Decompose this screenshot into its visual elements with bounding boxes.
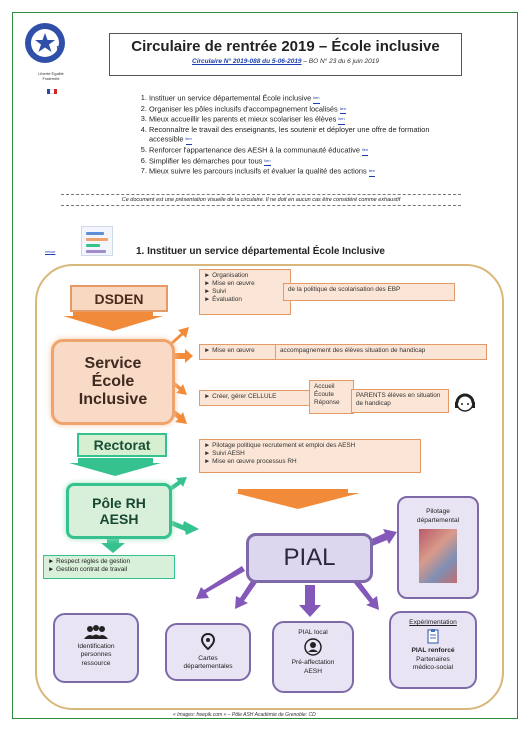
list-item: Renforcer l'appartenance des AESH à la c… (149, 145, 461, 156)
box-parents: PARENTS élèves en situation de handicap (351, 389, 449, 413)
service-ecole-inclusive-box: Service École Inclusive (51, 339, 175, 425)
list-item: Reconnaître le travail des enseignants, … (149, 125, 461, 145)
section-title: 1. Instituer un service départemental Éc… (136, 246, 385, 257)
box-mise-en-oeuvre: ► Mise en œuvre (199, 344, 279, 360)
axis-link[interactable]: lien (368, 166, 375, 177)
axis-link[interactable]: lien (339, 104, 346, 115)
box-organisation: ► Organisation ► Mise en œuvre ► Suivi ►… (199, 269, 291, 315)
box-accueil: Accueil Écoute Réponse (309, 380, 354, 414)
card-cartes-departementales: Cartes départementales (165, 623, 251, 681)
box-cellule: ► Créer, gérer CELLULE (199, 390, 311, 406)
rectorat-box: Rectorat (77, 433, 167, 457)
ministry-text: Liberté Égalité Fraternité (38, 71, 64, 81)
circular-link[interactable]: Circulaire N° 2019-088 du 5-06-2019 (192, 58, 302, 65)
document-page: É Liberté Égalité Fraternité Circulaire … (12, 12, 518, 719)
card-pial-local: PIAL local Pré-affectation AESH (272, 621, 354, 693)
pole-rh-aesh-box: Pôle RH AESH (66, 483, 172, 539)
card-identification: Identification personnes ressource (53, 613, 139, 683)
list-item: Instituer un service départemental École… (149, 93, 461, 104)
list-item: Mieux suivre les parcours inclusifs et é… (149, 166, 461, 177)
people-group-icon (84, 625, 108, 639)
title-box: Circulaire de rentrée 2019 – École inclu… (109, 33, 462, 76)
list-item: Mieux accueillir les parents et mieux sc… (149, 114, 461, 125)
bo-reference: – BO N° 23 du 6 juin 2019 (303, 58, 379, 65)
badge-person-icon (304, 637, 322, 656)
card-experimentation: Expérimentation PIAL renforcé Partenaire… (389, 611, 477, 689)
box-politique-ebp: de la politique de scolarisation des EBP (283, 283, 455, 301)
dsden-box: DSDEN (70, 285, 168, 312)
box-accompagnement: accompagnement des élèves situation de h… (275, 344, 487, 360)
box-pilotage-aesh: ► Pilotage politique recrutement et empl… (199, 439, 421, 473)
clipboard-icon (427, 628, 439, 644)
axis-link[interactable]: lien (338, 114, 345, 125)
french-flag-icon (47, 89, 57, 94)
map-pin-icon (200, 632, 216, 651)
headset-person-icon (455, 393, 475, 412)
academy-logo: É (25, 23, 65, 63)
axis-link[interactable]: lien (264, 156, 271, 167)
axis-link[interactable]: lien (361, 145, 369, 156)
list-item: Organiser les pôles inclusifs d'accompag… (149, 104, 461, 115)
page-title: Circulaire de rentrée 2019 – École inclu… (131, 38, 440, 55)
footer-credits: « Images: freepik.com » – Pôle ASH Acadé… (173, 712, 316, 718)
back-link[interactable]: retour (45, 249, 56, 254)
disclaimer-note: Ce document est une présentation visuell… (61, 194, 461, 206)
card-pilotage-departemental: Pilotage départemental (397, 496, 479, 599)
diagram-arrows (63, 310, 397, 617)
subtitle: Circulaire N° 2019-088 du 5-06-2019 – BO… (110, 58, 461, 65)
meeting-photo (419, 529, 457, 583)
axis-link[interactable]: lien (185, 134, 192, 145)
axes-list: Instituer un service départemental École… (131, 93, 461, 177)
svg-text:É: É (56, 44, 62, 56)
document-thumbnail-icon[interactable] (81, 226, 113, 256)
pial-box: PIAL (246, 533, 373, 583)
axis-link[interactable]: lien (313, 93, 320, 104)
box-gestion-contrat: ► Respect règles de gestion ► Gestion co… (43, 555, 175, 579)
